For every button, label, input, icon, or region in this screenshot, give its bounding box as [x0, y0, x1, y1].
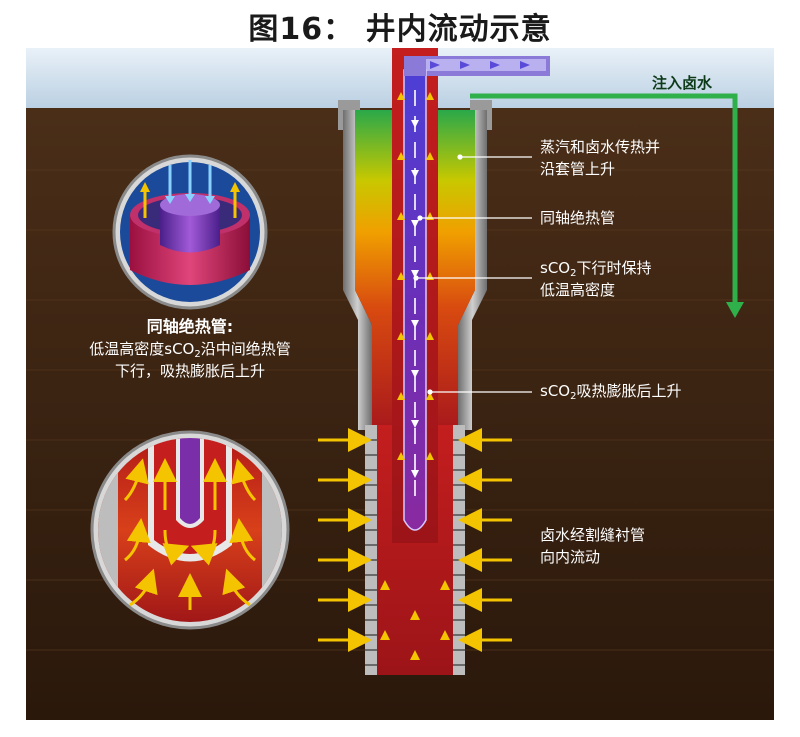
label-brine-inflow-line1: 卤水经割缝衬管: [540, 526, 646, 544]
page-title: 图16： 井内流动示意: [248, 12, 552, 47]
label-brine-inflow: 卤水经割缝衬管 向内流动: [540, 524, 645, 568]
casing-right: [458, 110, 487, 430]
label-sco2-down-post: 下行时保持: [576, 259, 652, 277]
label-sco2-up-pre: sCO: [540, 382, 571, 400]
label-sco2-down-sub: 2: [570, 268, 577, 279]
label-sco2-up-sub: 2: [570, 391, 577, 402]
leader-lines: [413, 154, 532, 395]
inset-caption-line1-post: 沿中间绝热管: [200, 340, 291, 358]
label-coaxial-pipe: 同轴绝热管: [540, 209, 616, 227]
coaxial-inlet-pipe-inner: [412, 59, 546, 71]
inset-caption: 同轴绝热管: 低温高密度sCO2沿中间绝热管 下行，吸热膨胀后上升: [40, 316, 340, 382]
brine-injection-arrow: [470, 93, 744, 318]
label-inject-brine: 注入卤水: [652, 74, 713, 92]
inset-bottom-flow: [90, 430, 290, 630]
inner-tube-elbow: [404, 56, 426, 76]
label-sco2-up: sCO2吸热膨胀后上升: [540, 380, 682, 402]
brine-inflow-arrows: [318, 428, 512, 652]
label-sco2-down-line2: 低温高密度: [540, 281, 616, 299]
inset-caption-line2: 下行，吸热膨胀后上升: [114, 362, 265, 380]
label-steam-brine-line1: 蒸汽和卤水传热并: [540, 138, 661, 156]
casing-left: [343, 110, 372, 430]
inset-coaxial-pipe: [112, 154, 268, 310]
inset-caption-heading: 同轴绝热管:: [146, 317, 234, 336]
inlet-flow-arrows: [430, 61, 530, 69]
label-brine-inflow-line2: 向内流动: [540, 548, 601, 566]
label-sco2-down-pre: sCO: [540, 259, 571, 277]
label-sco2-down: sCO2下行时保持 低温高密度: [540, 257, 652, 301]
sco2-down-arrowheads: [411, 120, 419, 478]
label-steam-brine: 蒸汽和卤水传热并 沿套管上升: [540, 136, 660, 180]
inset-caption-line1-pre: 低温高密度sCO: [89, 340, 195, 358]
slotted-liner-left: [365, 425, 377, 675]
label-steam-brine-line2: 沿套管上升: [540, 160, 616, 178]
label-sco2-up-post: 吸热膨胀后上升: [576, 382, 682, 400]
slotted-liner-right: [453, 425, 465, 675]
inset-caption-line1-sub: 2: [194, 349, 201, 360]
